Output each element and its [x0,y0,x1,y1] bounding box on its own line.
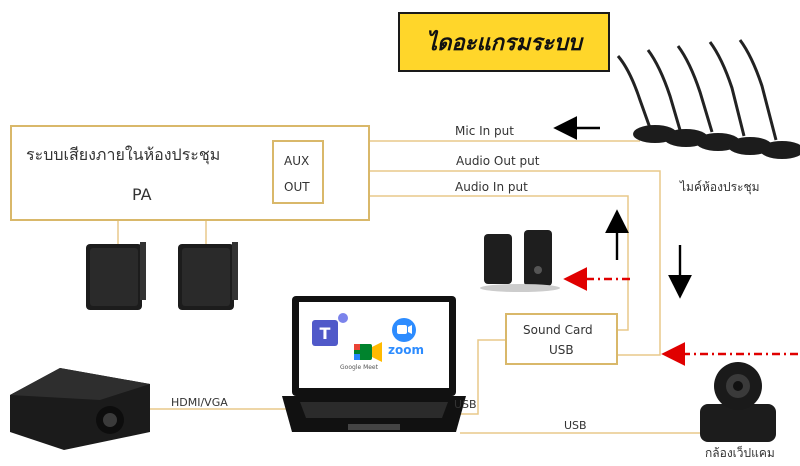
svg-text:T: T [320,324,331,343]
aux-label: AUX [284,154,310,168]
google-meet-label: Google Meet [340,364,378,371]
sound-card-usb-label: USB [549,343,574,357]
mic-input-label: Mic In put [455,124,514,138]
teams-icon: T [312,313,348,346]
usb-soundcard-line [456,339,505,415]
google-meet-icon [354,342,382,362]
pa-box-title: ระบบเสียงภายในห้องประชุม [26,145,221,164]
usb-laptop-label: USB [454,398,477,411]
diagram-title-box: ไดอะแกรมระบบ [398,12,610,72]
pa-speaker-left [86,242,146,310]
hdmi-label: HDMI/VGA [171,396,228,409]
diagram-title: ไดอะแกรมระบบ [426,30,582,56]
out-label: OUT [284,180,310,194]
sound-card-box: Sound Card USB [505,313,618,365]
webcam [700,362,776,442]
aux-out-box: AUX OUT [272,140,324,204]
zoom-label: zoom [388,343,424,357]
conference-microphones [616,39,800,159]
audio-input-line [324,195,629,331]
audio-output-line [324,170,661,356]
conference-mic-label: ไมค์ห้องประชุม [680,180,760,194]
desktop-speakers [480,230,560,292]
projector [10,368,150,450]
connection-lines [117,140,700,434]
pa-speaker-right [178,242,238,310]
zoom-icon [392,318,416,342]
usb-webcam-label: USB [564,419,587,432]
audio-input-label: Audio In put [455,180,528,194]
pa-box-label: PA [132,185,152,204]
sound-card-label: Sound Card [523,323,593,337]
signal-arrows [553,116,692,299]
webcam-label: กล้องเว็ปแคม [705,446,775,460]
audio-output-label: Audio Out put [456,154,540,168]
